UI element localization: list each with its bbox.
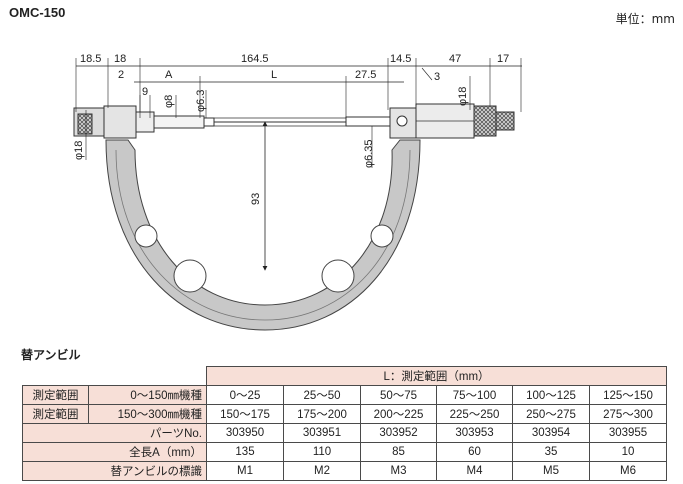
dim-2: 2 [118, 69, 124, 81]
dim-3: 3 [434, 71, 440, 83]
micrometer-drawing: 18.5 18 164.5 14.5 47 17 2 A L 27.5 3 9 … [73, 53, 522, 331]
dim-17: 17 [497, 53, 509, 65]
table-cell: 200～225 [360, 404, 437, 424]
dim-phi18-left: φ18 [73, 141, 85, 160]
table-row: 全長A（mm） 135 110 85 60 35 10 [22, 442, 667, 462]
model-name: OMC-150 [9, 5, 66, 20]
row-label: パーツNo. [22, 423, 207, 443]
row-label: 替アンビルの標識 [22, 461, 207, 481]
dim-47: 47 [449, 53, 461, 65]
table-cell: 0～25 [206, 385, 284, 405]
table-cell: 303952 [360, 423, 437, 443]
dim-18-5: 18.5 [80, 53, 101, 65]
dim-phi6-3: φ6.3 [195, 90, 207, 112]
table-cell: 303950 [206, 423, 284, 443]
table-row: 測定範囲 0～150㎜機種 0～25 25～50 50～75 75～100 10… [22, 385, 667, 405]
row-sub: 150～300㎜機種 [88, 404, 207, 424]
frame-hole [134, 224, 158, 248]
dim-a: A [165, 69, 173, 81]
table-cell: 25～50 [283, 385, 361, 405]
table-cell: 303953 [436, 423, 513, 443]
table-cell: 303955 [589, 423, 667, 443]
table-row: 測定範囲 150～300㎜機種 150～175 175～200 200～225 … [22, 404, 667, 424]
table-cell: M6 [589, 461, 667, 481]
table-cell: 125～150 [589, 385, 667, 405]
table-cell: 303954 [512, 423, 590, 443]
dim-l: L [271, 69, 277, 81]
table-cell: 225～250 [436, 404, 513, 424]
dim-27-5: 27.5 [355, 69, 376, 81]
dim-phi8: φ8 [163, 95, 175, 108]
dim-phi6-35: φ6.35 [363, 139, 375, 168]
table-cell: 275～300 [589, 404, 667, 424]
frame-hole [321, 259, 355, 293]
table-cell: 35 [512, 442, 590, 462]
dim-93: 93 [250, 193, 262, 205]
dim-18: 18 [114, 53, 126, 65]
table-cell: 10 [589, 442, 667, 462]
table-cell: 85 [360, 442, 437, 462]
table-cell: 110 [283, 442, 361, 462]
table-row: パーツNo. 303950 303951 303952 303953 30395… [22, 423, 667, 443]
table-cell: M1 [206, 461, 284, 481]
dim-phi18-right: φ18 [457, 87, 469, 106]
table-cell: M3 [360, 461, 437, 481]
frame-hole [370, 224, 394, 248]
dim-9: 9 [142, 86, 148, 98]
dim-164-5: 164.5 [241, 53, 269, 65]
table-cell: 303951 [283, 423, 361, 443]
anvil-table: L：測定範囲（mm） 測定範囲 0～150㎜機種 0～25 25～50 50～7… [22, 366, 667, 481]
table-cell: 150～175 [206, 404, 284, 424]
table-cell: 50～75 [360, 385, 437, 405]
dim-14-5: 14.5 [390, 53, 411, 65]
table-cell: 60 [436, 442, 513, 462]
table-cell: M4 [436, 461, 513, 481]
table-cell: 135 [206, 442, 284, 462]
row-sub: 0～150㎜機種 [88, 385, 207, 405]
row-label: 全長A（mm） [22, 442, 207, 462]
table-row: 替アンビルの標識 M1 M2 M3 M4 M5 M6 [22, 461, 667, 481]
anvil-title: 替アンビル [21, 348, 81, 362]
range-header: L：測定範囲（mm） [206, 366, 667, 386]
table-cell: 100～125 [512, 385, 590, 405]
row-label: 測定範囲 [22, 404, 89, 424]
table-cell: M5 [512, 461, 590, 481]
table-cell: 75～100 [436, 385, 513, 405]
frame-hole [173, 259, 207, 293]
row-label: 測定範囲 [22, 385, 89, 405]
unit-label: 単位：mm [615, 12, 675, 26]
table-cell: 175～200 [283, 404, 361, 424]
table-cell: 250～275 [512, 404, 590, 424]
table-cell: M2 [283, 461, 361, 481]
